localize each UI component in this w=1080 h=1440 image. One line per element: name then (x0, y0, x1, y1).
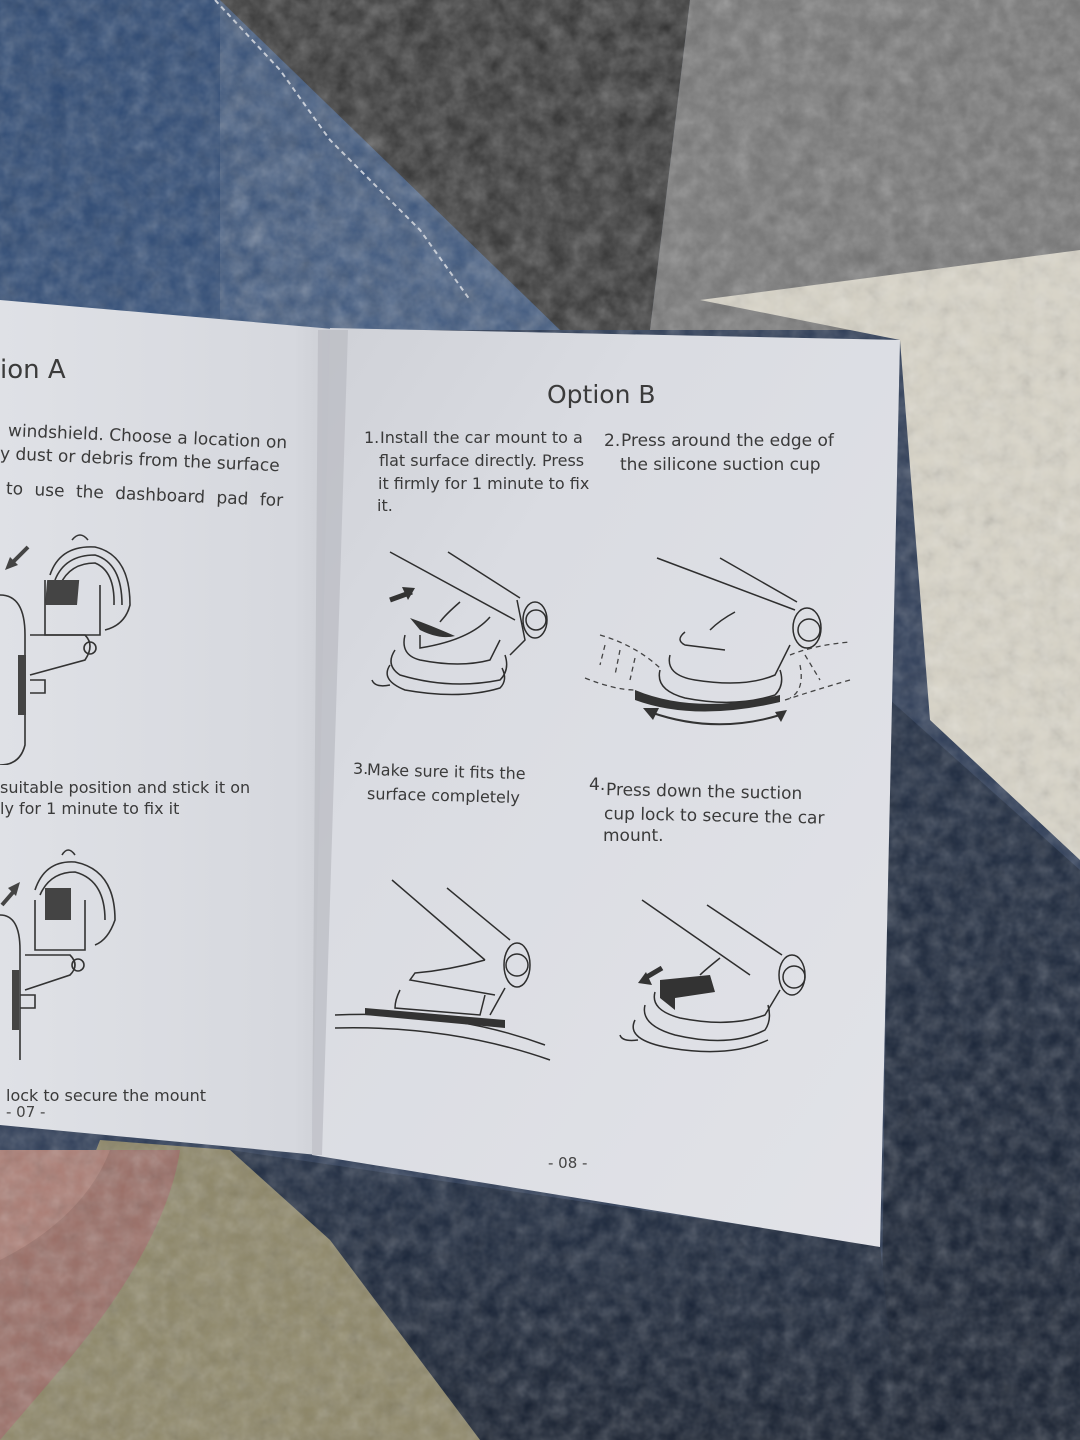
right-page-number: - 08 - (548, 1154, 588, 1172)
step-2-number: 2. (604, 431, 621, 451)
step-1-number: 1. (364, 428, 380, 447)
suction-mount-on-surface-icon (334, 879, 551, 1061)
step-3-line-1: Make sure it fits the (366, 760, 526, 784)
step-4-line-3: mount. (603, 826, 664, 846)
left-page-step-line-2: ly for 1 minute to fix it (0, 799, 180, 818)
navy-jeans (880, 700, 1080, 1440)
suction-mount-with-arrow-icon (371, 551, 548, 696)
step-1-line-3: it firmly for 1 minute to fix (378, 474, 590, 493)
step-4-number: 4. (589, 775, 606, 795)
left-page-heading: ion A (0, 355, 66, 385)
white-fleece (700, 250, 1080, 860)
step-3-number: 3. (353, 759, 369, 778)
step-1-line-2: flat surface directly. Press (379, 451, 585, 470)
suction-mount-pressing-edges-icon (584, 557, 851, 726)
windshield-mount-with-phone-icon (0, 849, 116, 1060)
step-3-line-2: surface completely (366, 784, 521, 807)
step-1-line-4: it. (377, 496, 393, 515)
left-page-bottom-text: lock to secure the mount (6, 1086, 207, 1105)
step-1-line-1: Install the car mount to a (380, 428, 583, 447)
windshield-mount-with-phone-icon (0, 534, 131, 765)
step-2-line-1: Press around the edge of (621, 431, 834, 451)
left-page-paper (0, 300, 345, 1155)
left-page-step-line-1: suitable position and stick it on (0, 778, 251, 797)
left-page-number: - 07 - (6, 1103, 46, 1121)
suction-mount-lock-down-icon (619, 899, 806, 1053)
step-2-line-2: the silicone suction cup (620, 455, 821, 475)
navy-jeans-lower (230, 1150, 900, 1440)
step-4-line-1: Press down the suction (605, 780, 803, 805)
right-page-heading: Option B (547, 380, 656, 409)
